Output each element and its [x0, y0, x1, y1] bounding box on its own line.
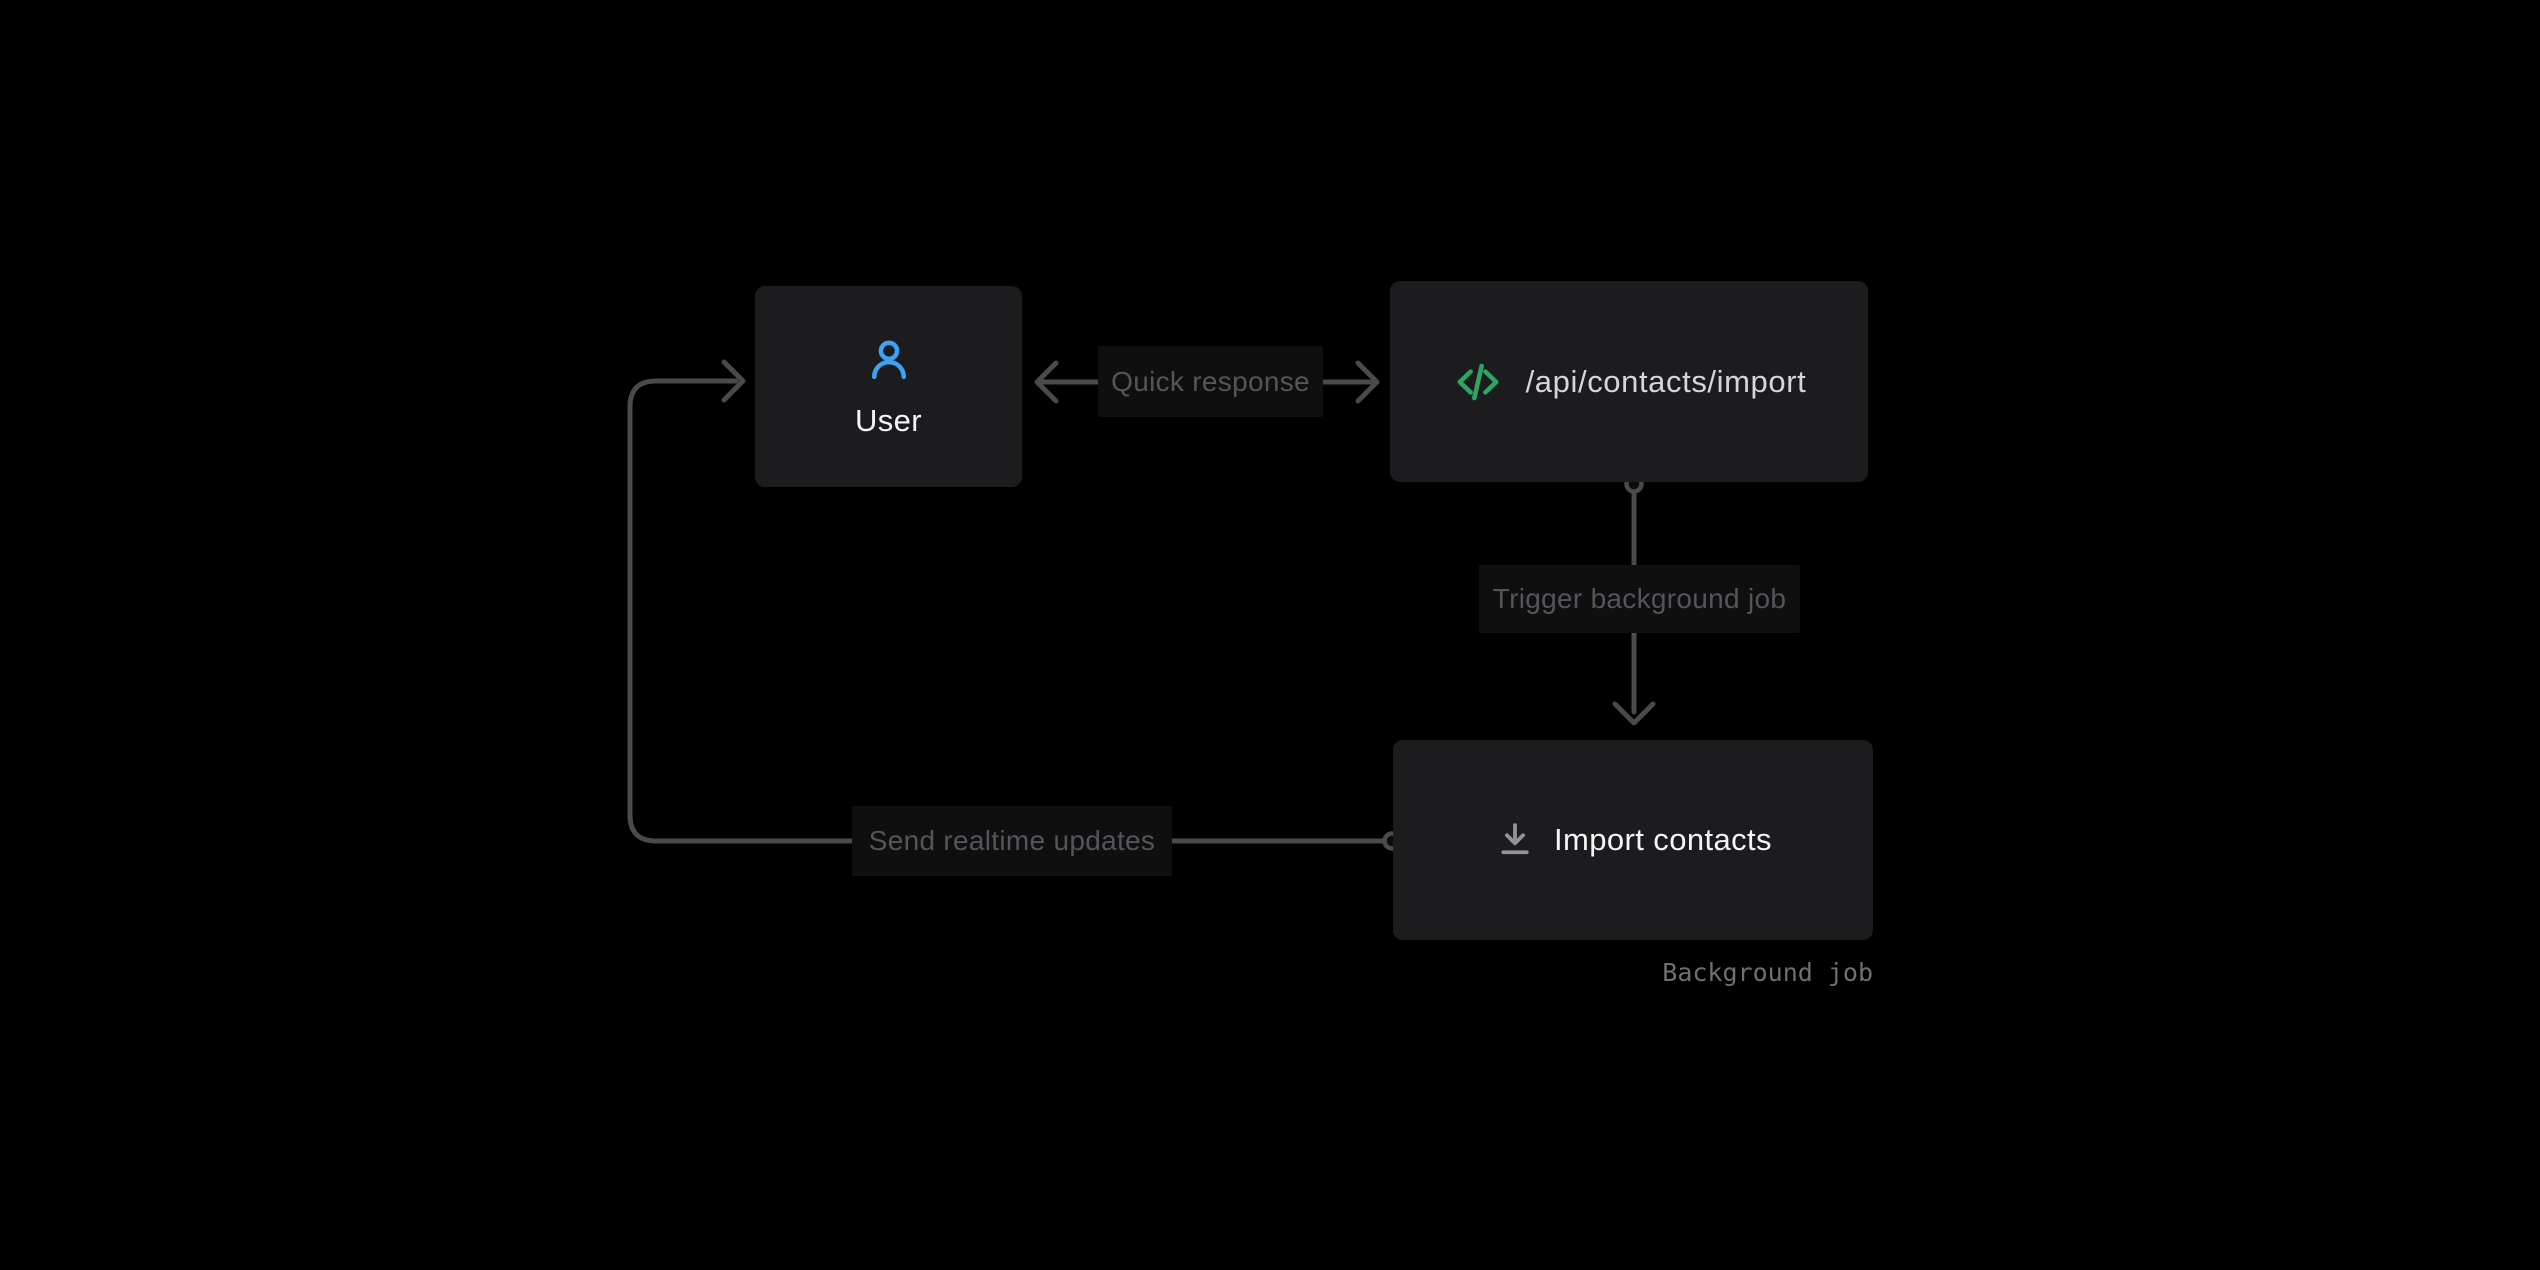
node-api-endpoint: /api/contacts/import: [1390, 281, 1868, 482]
arrowhead-right-icon: [1355, 360, 1380, 404]
node-import-label: Import contacts: [1554, 822, 1772, 857]
edge-label-quick-response: Quick response: [1098, 346, 1323, 417]
user-icon: [871, 340, 906, 379]
node-api-label: /api/contacts/import: [1525, 363, 1807, 399]
edge-realtime-updates: [627, 359, 1402, 851]
download-icon: [1501, 823, 1529, 855]
node-user-label: User: [854, 402, 923, 438]
node-import-caption: Background job: [1662, 958, 1873, 987]
arrowhead-right-icon: [721, 359, 746, 403]
arrowhead-left-icon: [1034, 360, 1059, 404]
node-import-contacts: Import contacts: [1393, 740, 1873, 940]
edge-label-realtime-updates: Send realtime updates: [852, 806, 1172, 876]
arrowhead-down-icon: [1612, 701, 1656, 726]
code-icon: [1457, 363, 1499, 400]
edge-label-trigger-job: Trigger background job: [1479, 565, 1800, 633]
node-user: User: [755, 286, 1022, 487]
